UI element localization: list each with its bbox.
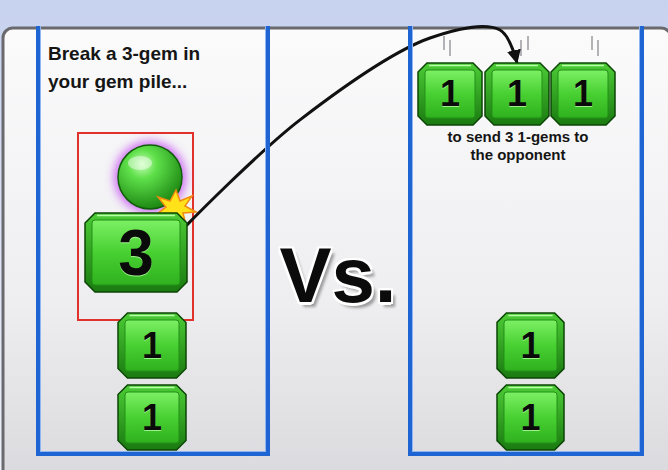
gem-bevel [497, 385, 564, 450]
gem-face [504, 392, 557, 443]
falling-marks [444, 36, 598, 56]
instruction-text: to send 3 1-gems to the opponent [442, 128, 594, 164]
gem-highlight [508, 387, 552, 389]
gem-number: 1 [142, 400, 162, 436]
instruction-text: Break a 3-gem in your gem pile... [48, 40, 236, 96]
gem-block: 1 [497, 385, 564, 450]
gem-highlight [130, 315, 175, 317]
gem-face [125, 392, 179, 443]
send-arrow [187, 27, 517, 225]
gem-bevel [85, 213, 187, 292]
versus-label: Vs. [262, 236, 414, 314]
gem-highlight [496, 65, 538, 67]
gem-highlight [429, 65, 471, 67]
gem-face [492, 70, 542, 118]
gem-block: 1 [418, 63, 482, 125]
gem-block: 1 [497, 313, 564, 378]
gem-well: Break a 3-gem in your gem pile... 3 1 1 [36, 26, 270, 456]
selection-box [78, 133, 193, 320]
gem-number: 1 [142, 328, 162, 364]
gem-number: 1 [520, 400, 540, 436]
gem-bevel [418, 63, 482, 125]
gem-bevel [497, 313, 564, 378]
gem-bevel [485, 63, 549, 125]
gem-highlight [562, 65, 604, 67]
gem-face [504, 320, 557, 371]
gem-face [558, 70, 608, 118]
gem-highlight [130, 387, 175, 389]
gem-number: 1 [507, 76, 527, 112]
gem-highlight [508, 315, 552, 317]
gem-number: 1 [573, 76, 593, 112]
gem-well: to send 3 1-gems to the opponent 1 1 1 1 1 [408, 26, 644, 456]
gem-block: 1 [485, 63, 549, 125]
gem-number: 3 [118, 221, 154, 285]
gem-block: 1 [118, 385, 186, 450]
gem-bevel [118, 385, 186, 450]
gem-highlight [97, 215, 175, 217]
gem-block: 1 [551, 63, 615, 125]
gem-face [125, 320, 179, 371]
gem-block: 3 [85, 213, 187, 292]
gem-block: 1 [118, 313, 186, 378]
gem-number: 1 [440, 76, 460, 112]
gem-face [425, 70, 475, 118]
orb-shine [128, 156, 152, 170]
gem-number: 1 [520, 328, 540, 364]
gem-face [92, 220, 180, 285]
gem-bevel [118, 313, 186, 378]
gem-bevel [551, 63, 615, 125]
